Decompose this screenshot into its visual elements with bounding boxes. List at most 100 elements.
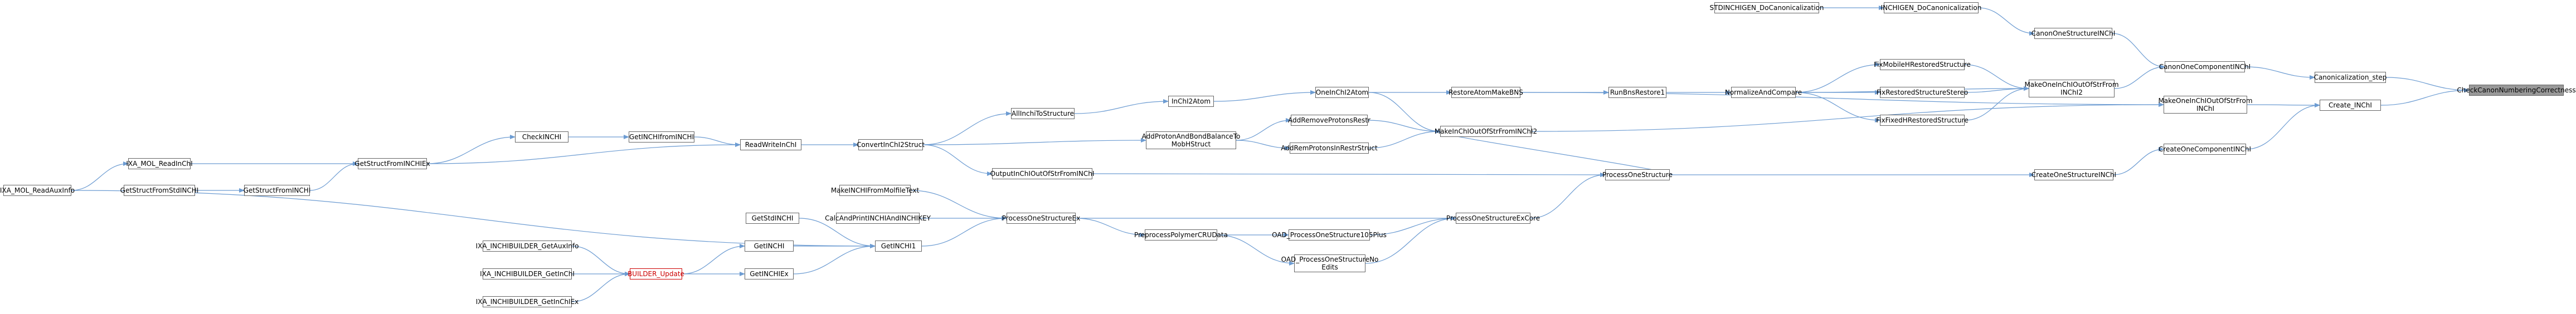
node-check-canon-numbering-correctness[interactable]: CheckCanonNumberingCorrectness: [2457, 85, 2576, 96]
call-edge: [426, 143, 741, 164]
call-edge: [2246, 103, 2320, 150]
call-edge: [1365, 216, 1456, 264]
node-ixa-builder-get-inchi-ex[interactable]: IXA_INCHIBUILDER_GetInChIEx: [476, 296, 579, 307]
node-ixa-mol-read-aux-info[interactable]: IXA_MOL_ReadAuxInfo: [0, 185, 75, 196]
node-restore-atom-make-bns[interactable]: RestoreAtomMakeBNS: [1449, 87, 1523, 98]
call-edge: [71, 190, 876, 248]
node-label: MakeInChIOutOfStrFromINChI2: [1434, 127, 1538, 135]
node-canonicalization-step[interactable]: Canonicalization_step: [2313, 72, 2387, 83]
node-make-one-inchi-out-of-str-from-inchi2[interactable]: MakeOneInChIOutOfStrFrom INChI2: [2024, 80, 2119, 97]
node-ixa-builder-get-inchi[interactable]: IXA_INCHIBUILDER_GetInChI: [480, 268, 575, 279]
node-label: InChI2Atom: [1171, 97, 1211, 105]
node-label: CanonOneStructureINChI: [2031, 30, 2116, 37]
node-label: RunBnsRestore1: [1610, 89, 1665, 96]
node-canon-one-component-inchi[interactable]: CanonOneComponentINChI: [2159, 61, 2251, 72]
node-label: MakeOneInChIOutOfStrFrom INChI2: [2024, 81, 2119, 96]
node-fix-mobile-h-restored-structure[interactable]: FixMobileHRestoredStructure: [1874, 59, 1971, 70]
call-edge: [793, 244, 876, 274]
node-label: OAD_ProcessOneStructureNo Edits: [1281, 256, 1379, 271]
node-label: INCHIGEN_DoCanonicalization: [1880, 4, 1982, 12]
node-label: CanonOneComponentINChI: [2159, 63, 2251, 71]
node-check-inchi[interactable]: CheckINCHI: [515, 131, 568, 143]
node-label: Canonicalization_step: [2313, 73, 2387, 81]
node-calc-and-print-inchi-and-inchikey[interactable]: CalcAndPrintINCHIAndINCHIKEY: [825, 213, 931, 224]
node-add-remove-protons-restr[interactable]: AddRemoveProtonsRestr: [1288, 115, 1370, 126]
node-get-inchi-ex[interactable]: GetINCHIEx: [745, 268, 794, 279]
node-create-inchi[interactable]: Create_INChI: [2320, 100, 2381, 111]
node-get-std-inchi[interactable]: GetStdINCHI: [746, 213, 799, 224]
node-read-write-inchi[interactable]: ReadWriteInChI: [740, 139, 801, 150]
node-label: AddRemoveProtonsRestr: [1288, 116, 1370, 124]
node-label: FixFixedHRestoredStructure: [1876, 116, 1969, 124]
call-edge: [1367, 120, 1441, 134]
call-edge: [799, 218, 876, 248]
node-label: IXA_INCHIBUILDER_GetAuxInfo: [475, 242, 579, 250]
call-edge: [1795, 92, 1880, 122]
node-label: FixMobileHRestoredStructure: [1874, 61, 1971, 68]
node-one-inchi-2-atom[interactable]: OneInChI2Atom: [1315, 87, 1369, 98]
call-edge: [1368, 92, 1441, 134]
call-edge: [2112, 33, 2165, 69]
node-get-struct-from-inchi-ex[interactable]: GetStructFromINCHIEx: [354, 158, 430, 169]
node-run-bns-restore1[interactable]: RunBnsRestore1: [1608, 87, 1666, 98]
call-edge: [1435, 129, 1673, 175]
node-canon-one-structure-inchi[interactable]: CanonOneStructureINChI: [2031, 28, 2115, 39]
node-make-one-inchi-out-of-str-from-inchi[interactable]: MakeOneInChIOutOfStrFrom INChI: [2158, 96, 2253, 114]
call-edge: [1368, 129, 1441, 149]
node-normalize-and-compare[interactable]: NormalizeAndCompare: [1725, 87, 1802, 98]
node-get-inchi-from-inchi[interactable]: GetINCHIfromINCHI: [629, 131, 694, 143]
node-ixa-builder-get-aux-info[interactable]: IXA_INCHIBUILDER_GetAuxInfo: [476, 241, 579, 252]
node-stdinchigen-do-canonicalization[interactable]: STDINCHIGEN_DoCanonicalization: [1710, 2, 1824, 13]
node-inchigen-do-canonicalization[interactable]: INCHIGEN_DoCanonicalization: [1880, 2, 1982, 13]
call-edge: [2113, 147, 2164, 175]
node-label: RestoreAtomMakeBNS: [1449, 89, 1523, 96]
node-label: FixRestoredStructureStereo: [1876, 89, 1969, 96]
node-label: GetINCHIfromINCHI: [629, 133, 694, 141]
node-all-inchi-to-structure[interactable]: AllInchiToStructure: [1011, 108, 1075, 119]
node-create-one-structure-inchi[interactable]: CreateOneStructureINChI: [2031, 169, 2116, 180]
node-get-inchi1[interactable]: GetINCHI1: [875, 241, 922, 252]
node-create-one-component-inchi[interactable]: CreateOneComponentINChI: [2159, 144, 2251, 155]
node-label: IXA_INCHIBUILDER_GetInChI: [480, 270, 575, 278]
node-label: ReadWriteInChI: [745, 141, 797, 149]
node-output-inchi-out-of-str[interactable]: OutputInChIOutOfStrFromINChI: [990, 168, 1094, 179]
call-edge: [682, 244, 745, 274]
call-edge: [1236, 118, 1291, 141]
node-process-one-structure-ex-core[interactable]: ProcessOneStructureExCore: [1446, 213, 1540, 224]
node-label: BUILDER_Update: [628, 270, 684, 278]
call-edge: [1213, 90, 1316, 102]
node-add-proton-and-bond-balance[interactable]: AddProtonAndBondBalanceTo MobHStruct: [1142, 131, 1240, 149]
node-oad-process-105plus[interactable]: OAD_ProcessOneStructure105Plus: [1272, 229, 1387, 241]
node-label: NormalizeAndCompare: [1724, 89, 1802, 96]
node-get-struct-from-inchi[interactable]: GetStructFromINCHI: [244, 185, 310, 196]
node-process-one-structure-ex[interactable]: ProcessOneStructureEx: [1002, 213, 1080, 224]
node-label: CheckCanonNumberingCorrectness: [2457, 86, 2576, 94]
node-convert-inchi-2-struct[interactable]: ConvertInChI2Struct: [857, 139, 925, 150]
node-add-rem-protons-in-restr-struct[interactable]: AddRemProtonsInRestrStruct: [1281, 143, 1378, 154]
node-label: ProcessOneStructure: [1602, 171, 1673, 179]
node-fix-fixed-h-restored-structure[interactable]: FixFixedHRestoredStructure: [1876, 115, 1969, 126]
node-ixa-mol-read-inchi[interactable]: IXA_MOL_ReadInChI: [126, 158, 193, 169]
node-label: GetStdINCHI: [751, 214, 794, 222]
node-oad-process-no-edits[interactable]: OAD_ProcessOneStructureNo Edits: [1281, 254, 1378, 272]
call-edge: [922, 111, 1012, 145]
node-label: GetINCHIEx: [750, 270, 789, 278]
node-get-struct-from-std-inchi[interactable]: GetStructFromStdINCHI: [120, 185, 198, 196]
node-label: ConvertInChI2Struct: [857, 141, 925, 149]
node-get-inchi[interactable]: GetINCHI: [745, 241, 794, 252]
node-process-one-structure[interactable]: ProcessOneStructure: [1602, 169, 1673, 180]
node-preprocess-polymer-cru-data[interactable]: PreprocessPolymerCRUData: [1134, 229, 1228, 241]
node-builder-update[interactable]: BUILDER_Update: [628, 268, 684, 279]
node-make-inchi-from-molfile-text[interactable]: MakeINCHIFromMolfileText: [831, 185, 919, 196]
call-edge: [1236, 140, 1290, 150]
call-edges: [71, 6, 2470, 302]
call-edge: [571, 246, 630, 276]
call-edge: [1369, 216, 1456, 236]
call-edge: [1978, 7, 2035, 36]
node-fix-restored-structure-stereo[interactable]: FixRestoredStructureStereo: [1877, 87, 1968, 98]
node-inchi-2-atom[interactable]: InChI2Atom: [1168, 96, 1214, 107]
node-label: AddProtonAndBondBalanceTo MobHStruct: [1141, 133, 1241, 148]
node-label: ProcessOneStructureExCore: [1446, 214, 1540, 222]
node-make-inchi-out-of-str-from-inchi2[interactable]: MakeInChIOutOfStrFromINChI2: [1435, 126, 1537, 137]
node-label: GetStructFromINCHI: [243, 187, 311, 194]
